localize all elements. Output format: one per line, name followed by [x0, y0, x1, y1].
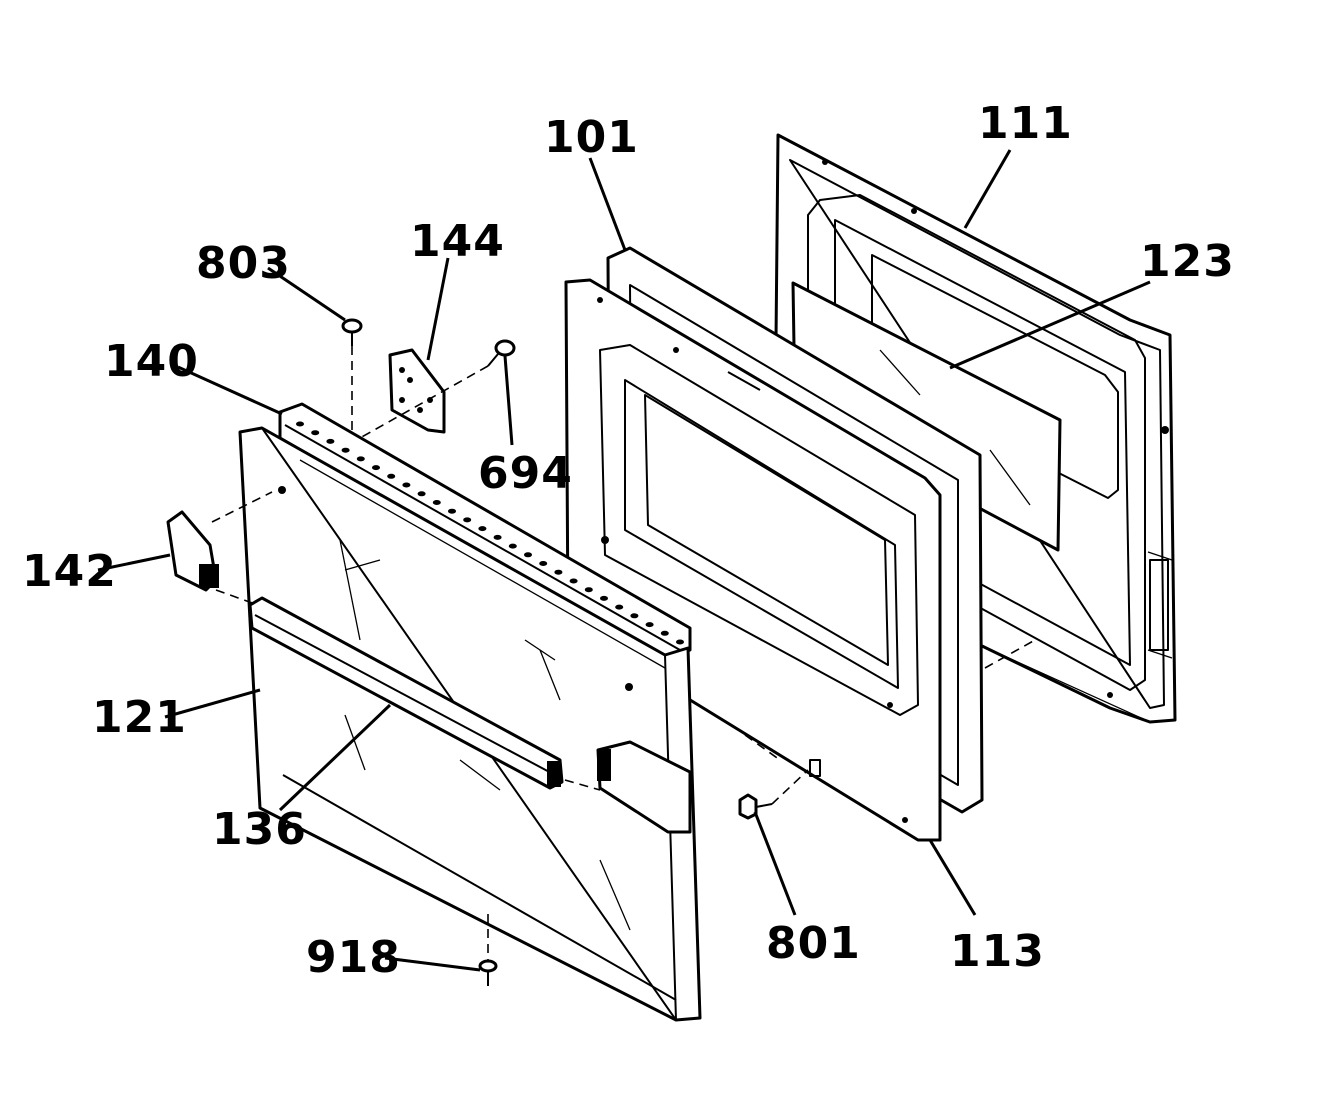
label-803: 803 [196, 238, 291, 289]
vent-slot [417, 491, 426, 497]
label-121: 121 [92, 692, 187, 743]
label-144: 144 [410, 216, 505, 267]
vent-slot [356, 456, 365, 462]
vent-slot [402, 482, 411, 488]
vent-slot [660, 630, 669, 636]
vent-slot [584, 587, 593, 593]
vent-slot [569, 578, 578, 584]
label-142: 142 [22, 546, 117, 597]
vent-slot [508, 543, 517, 549]
part-labels: 803 144 140 694 142 121 136 918 101 111 … [22, 98, 1235, 983]
handle-end-cap-142 [166, 510, 219, 592]
vent-slot [463, 517, 472, 523]
label-694: 694 [478, 448, 573, 499]
vent-slot [645, 622, 654, 628]
vent-slot [326, 438, 335, 444]
door-handle-136 [248, 596, 564, 790]
label-101: 101 [544, 112, 639, 163]
vent-slot [524, 552, 532, 558]
vent-slot [554, 569, 563, 575]
vent-slot [478, 526, 487, 532]
screw-803-shape [341, 318, 363, 346]
label-111: 111 [978, 98, 1073, 149]
vent-slot [676, 639, 684, 645]
vent-slot [630, 613, 639, 619]
label-918: 918 [306, 932, 401, 983]
vent-slot [372, 465, 380, 471]
vent-slot [341, 447, 350, 453]
leader-lines [97, 149, 1151, 972]
vent-slot [600, 595, 608, 601]
screw-918-shape [478, 959, 498, 986]
label-136: 136 [212, 804, 307, 855]
screw-694-shape [487, 339, 516, 367]
vent-slot [539, 561, 548, 566]
vent-slot [387, 473, 396, 479]
handle-end-cap-right [596, 740, 692, 834]
vent-slot [615, 604, 624, 610]
vent-slot [296, 421, 304, 427]
alignment-lines [211, 346, 1036, 962]
label-140: 140 [104, 336, 199, 387]
vent-slot [432, 500, 441, 505]
bracket-144 [388, 348, 446, 434]
vent-slot [311, 430, 320, 436]
label-113: 113 [950, 926, 1045, 977]
label-123: 123 [1140, 236, 1235, 287]
label-801: 801 [766, 918, 861, 969]
vent-slot [493, 534, 502, 540]
vent-slot [448, 508, 456, 514]
